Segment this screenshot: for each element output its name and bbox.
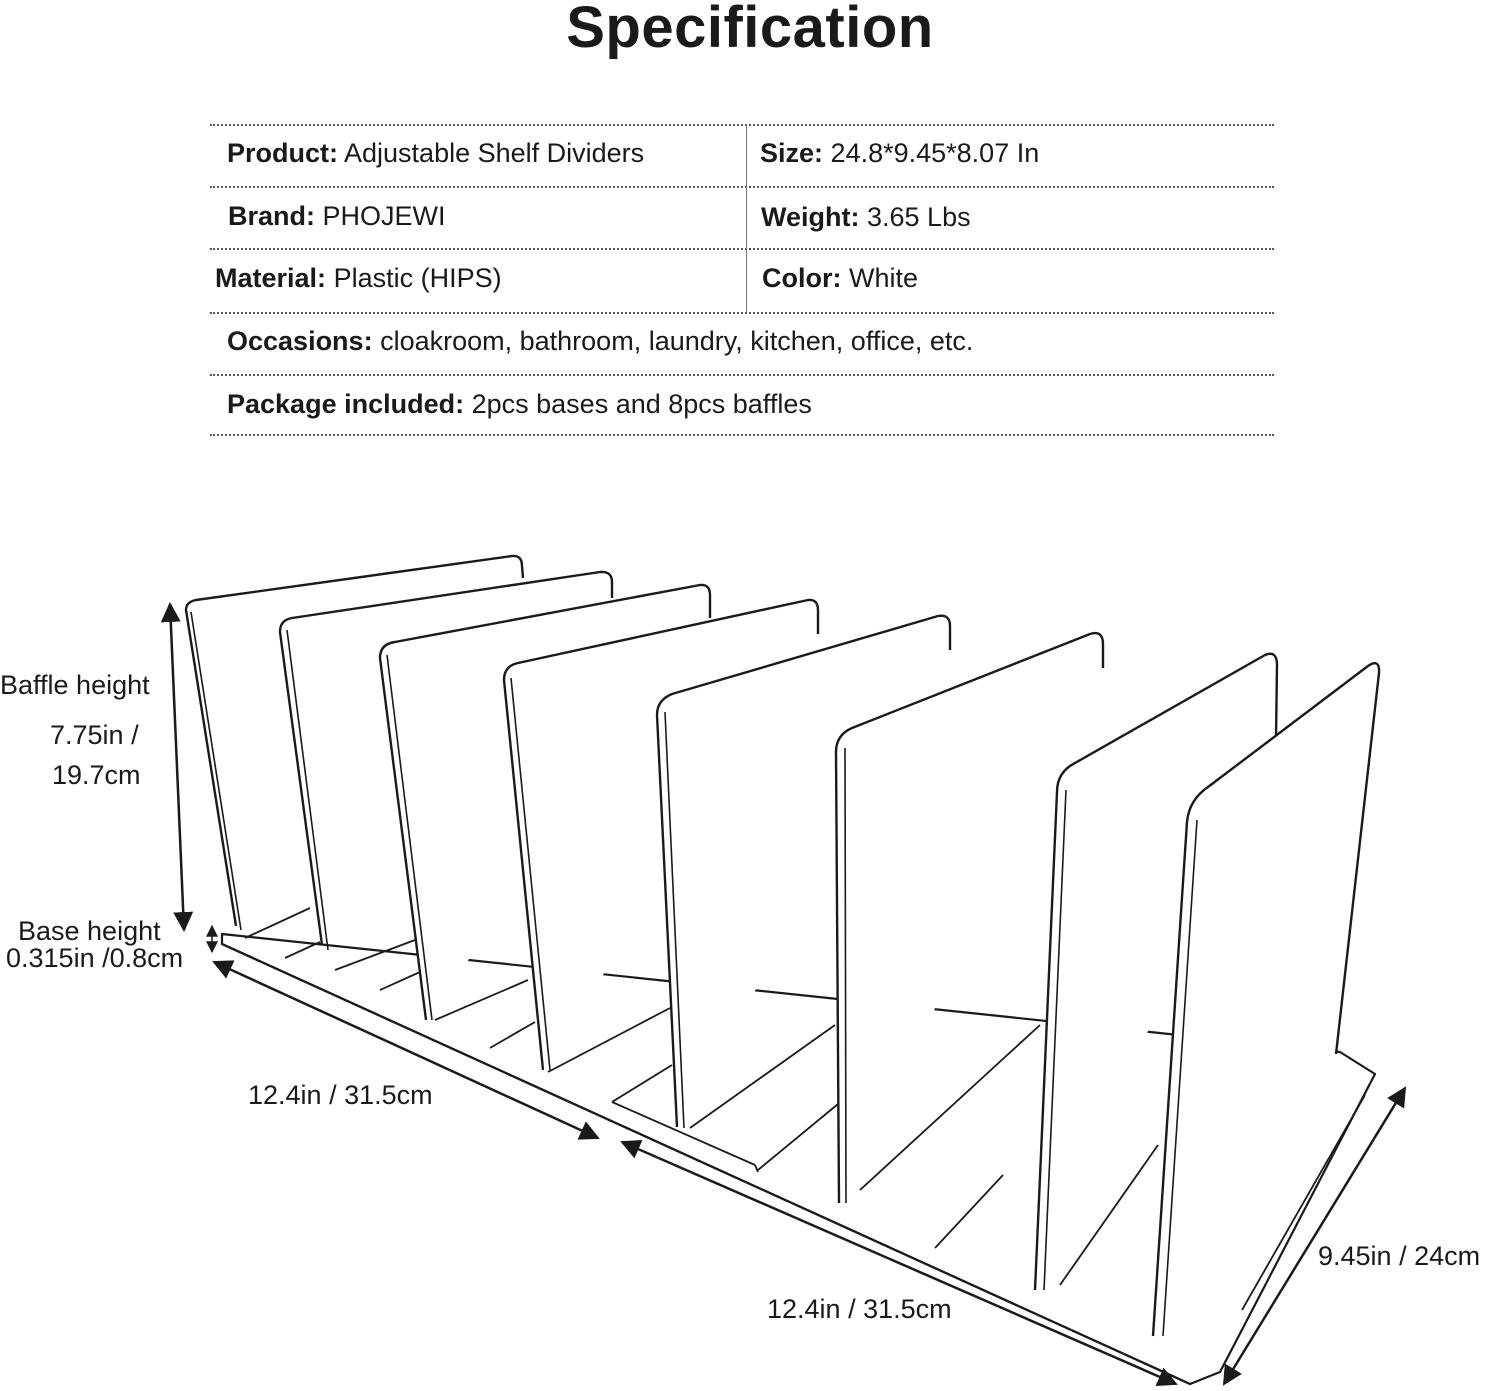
spec-color-value: White bbox=[849, 263, 919, 293]
spec-brand: Brand: PHOJEWI bbox=[228, 201, 446, 232]
spec-divider bbox=[210, 312, 1274, 314]
spec-product-value: Adjustable Shelf Dividers bbox=[344, 138, 645, 168]
base-height-label: Base height bbox=[18, 916, 161, 946]
spec-material-value: Plastic (HIPS) bbox=[333, 263, 502, 293]
spec-material: Material: Plastic (HIPS) bbox=[215, 263, 502, 294]
baffle-height-label: Baffle height bbox=[0, 670, 150, 700]
depth-label: 9.45in / 24cm bbox=[1318, 1241, 1480, 1271]
spec-divider bbox=[210, 124, 1274, 126]
length-left-label: 12.4in / 31.5cm bbox=[248, 1080, 433, 1110]
page-title: Specification bbox=[566, 0, 934, 60]
length-left-arrow bbox=[212, 960, 600, 1140]
spec-column-divider bbox=[746, 124, 747, 312]
baffle-panels bbox=[184, 554, 1381, 1337]
spec-weight: Weight: 3.65 Lbs bbox=[761, 202, 971, 233]
spec-material-label: Material: bbox=[215, 263, 327, 293]
spec-divider bbox=[210, 186, 1274, 188]
spec-size-label: Size: bbox=[760, 138, 824, 168]
spec-weight-value: 3.65 Lbs bbox=[867, 202, 971, 232]
spec-weight-label: Weight: bbox=[761, 202, 860, 232]
spec-size: Size: 24.8*9.45*8.07 In bbox=[760, 138, 1039, 169]
baffle-height-cm: 19.7cm bbox=[52, 760, 141, 790]
spec-brand-value: PHOJEWI bbox=[322, 201, 446, 231]
spec-occasions-value: cloakroom, bathroom, laundry, kitchen, o… bbox=[380, 326, 974, 356]
spec-package: Package included: 2pcs bases and 8pcs ba… bbox=[227, 389, 812, 420]
spec-occasions-label: Occasions: bbox=[227, 326, 373, 356]
spec-size-value: 24.8*9.45*8.07 In bbox=[830, 138, 1040, 168]
spec-color: Color: White bbox=[762, 263, 918, 294]
length-right-label: 12.4in / 31.5cm bbox=[767, 1294, 952, 1324]
spec-product: Product: Adjustable Shelf Dividers bbox=[227, 138, 644, 169]
depth-arrow bbox=[1222, 1086, 1407, 1386]
baffle-6 bbox=[834, 631, 1105, 1204]
length-right-arrow bbox=[620, 1140, 1178, 1386]
spec-package-label: Package included: bbox=[227, 389, 465, 419]
spec-divider bbox=[210, 374, 1274, 376]
base-height-value: 0.315in /0.8cm bbox=[6, 943, 183, 973]
spec-product-label: Product: bbox=[227, 138, 338, 168]
spec-table: Product: Adjustable Shelf Dividers Size:… bbox=[210, 120, 1274, 440]
spec-package-value: 2pcs bases and 8pcs baffles bbox=[471, 389, 812, 419]
spec-occasions: Occasions: cloakroom, bathroom, laundry,… bbox=[227, 326, 973, 357]
baffle-height-arrow bbox=[160, 602, 194, 932]
spec-brand-label: Brand: bbox=[228, 201, 315, 231]
baffle-height-in: 7.75in / bbox=[50, 720, 139, 750]
spec-divider bbox=[210, 434, 1274, 436]
spec-divider bbox=[210, 248, 1274, 250]
spec-color-label: Color: bbox=[762, 263, 842, 293]
baffle-8 bbox=[1151, 662, 1381, 1337]
